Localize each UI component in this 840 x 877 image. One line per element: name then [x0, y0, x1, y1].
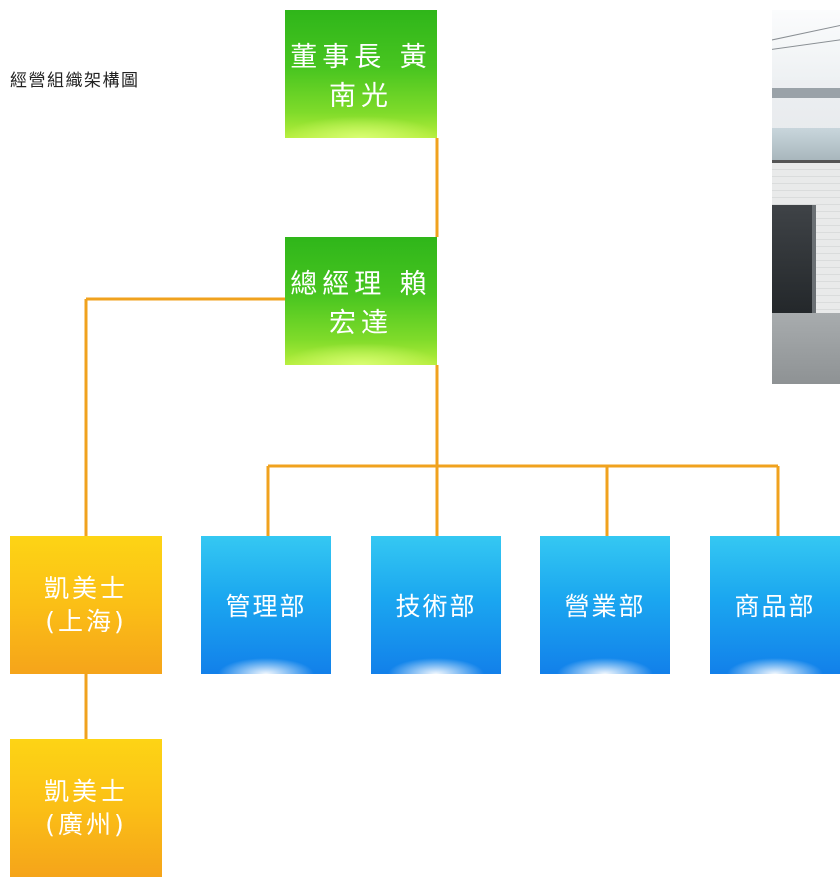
- department-label: 管理部: [225, 592, 307, 621]
- subsidiary-location: (上海): [45, 607, 127, 636]
- department-box-products: 商品部: [710, 536, 840, 674]
- subsidiary-box-shanghai: 凱美士 (上海): [10, 536, 162, 674]
- department-box-management: 管理部: [201, 536, 331, 674]
- subsidiary-location: (廣州): [45, 810, 127, 839]
- general-manager-box: 總經理 賴宏達: [285, 237, 437, 365]
- chairman-box: 董事長 黃南光: [285, 10, 437, 138]
- department-label: 營業部: [564, 592, 646, 621]
- department-label: 技術部: [395, 592, 477, 621]
- page-title: 經營組織架構圖: [10, 71, 140, 91]
- chairman-label: 董事長 黃南光: [290, 42, 432, 112]
- general-manager-label: 總經理 賴宏達: [290, 269, 432, 339]
- department-label: 商品部: [734, 592, 816, 621]
- department-box-sales: 營業部: [540, 536, 670, 674]
- department-box-technical: 技術部: [371, 536, 501, 674]
- subsidiary-box-guangzhou: 凱美士 (廣州): [10, 739, 162, 877]
- subsidiary-name: 凱美士: [43, 574, 128, 603]
- company-building-photo: [772, 10, 840, 384]
- subsidiary-name: 凱美士: [43, 777, 128, 806]
